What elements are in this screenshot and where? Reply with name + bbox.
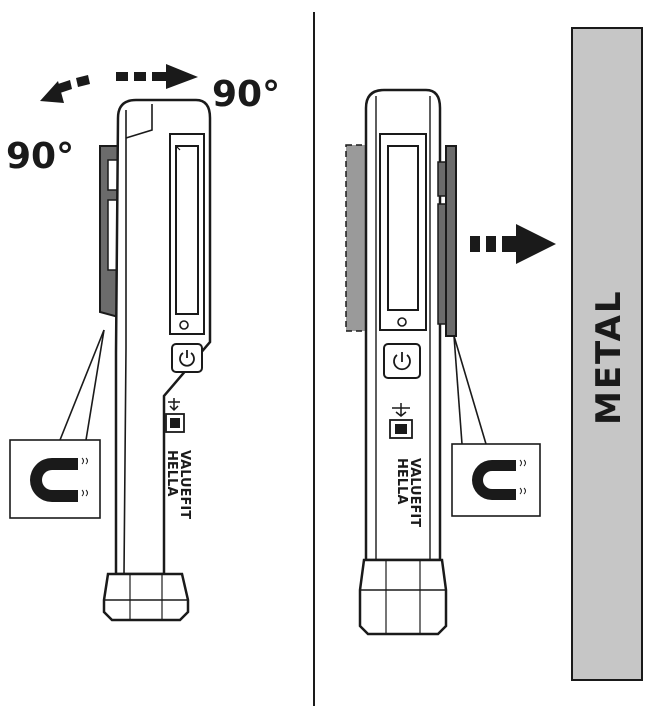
brand-line1: HELLA	[164, 450, 179, 496]
worklight-left: HELLA VALUEFIT	[102, 98, 212, 622]
usb-port-left	[165, 398, 185, 433]
worklight-right: HELLA VALUEFIT	[358, 88, 448, 636]
brand-line2: VALUEFIT	[177, 450, 192, 519]
rotate-left-arrow	[40, 75, 90, 103]
led-hole-right	[397, 317, 407, 327]
power-button-right	[383, 343, 421, 379]
power-icon	[393, 354, 411, 371]
right-panel: HELLA VALUEFIT	[345, 27, 643, 681]
left-panel: 90° 90°	[6, 64, 280, 622]
metal-label: METAL	[589, 289, 629, 425]
brand-line2: VALUEFIT	[407, 458, 422, 527]
magnet-callout-left	[9, 329, 105, 519]
clip-ghost-position	[345, 144, 367, 332]
end-cap-right	[358, 558, 448, 636]
rotate-right-arrow	[116, 64, 198, 89]
angle-label-left: 90°	[6, 136, 74, 177]
usb-port-right	[389, 403, 413, 439]
magnet-icon	[472, 460, 516, 500]
end-cap-left	[102, 572, 190, 622]
power-icon	[179, 352, 195, 367]
led-hole-left	[179, 320, 189, 330]
metal-wall: METAL	[571, 27, 643, 681]
brand-line1: HELLA	[394, 458, 409, 504]
arrow-right-icon	[470, 224, 556, 264]
angle-label-right: 90°	[212, 74, 280, 115]
usb-icon	[168, 398, 180, 412]
brand-logo-right: HELLA VALUEFIT	[394, 458, 422, 527]
magnetic-clip-attached	[437, 145, 457, 337]
power-button-left	[171, 343, 203, 373]
magnet-callout-right	[451, 335, 541, 517]
usb-icon	[392, 403, 410, 417]
brand-logo-left: HELLA VALUEFIT	[164, 450, 192, 519]
magnet-icon	[30, 458, 78, 502]
